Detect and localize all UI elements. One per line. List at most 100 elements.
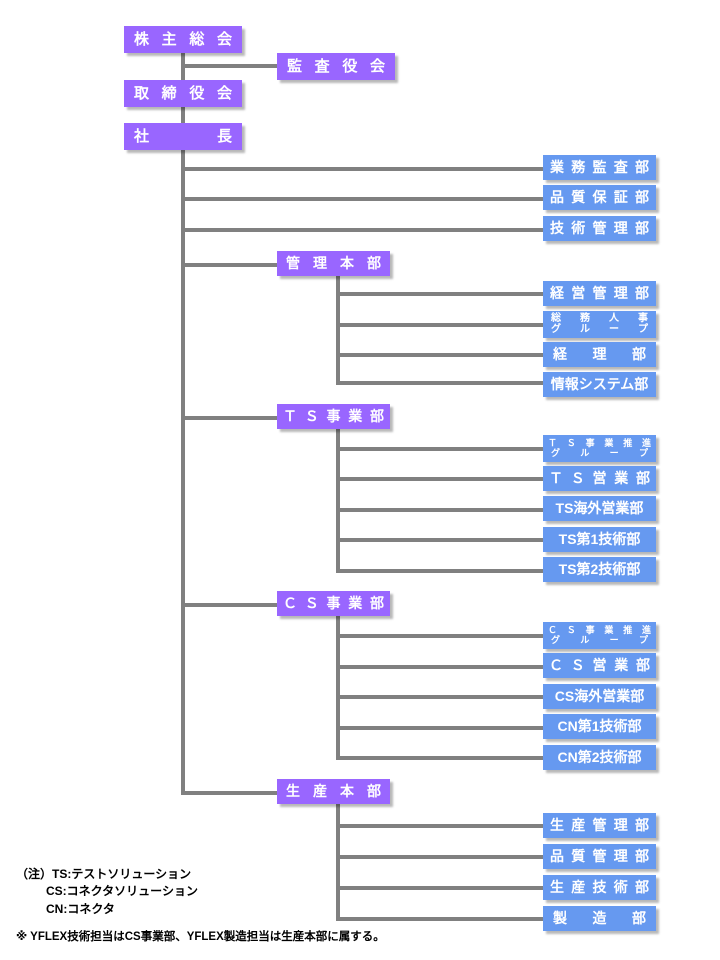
node-general-affairs-hr-group[interactable]: 総 務 人 事 グ ル ー プ	[543, 311, 656, 338]
node-char: 事	[326, 408, 341, 425]
node-auditors-board[interactable]: 監 査 役 会	[277, 53, 395, 80]
node-ts-engineering-dept-2[interactable]: TS第2技術部	[543, 557, 656, 582]
node-char: 会	[369, 57, 385, 75]
node-char: 社	[134, 127, 150, 145]
node-information-systems-dept[interactable]: 情報システム部	[543, 372, 656, 397]
footnote-legend-line-ts: （注）TS:テストソリューション	[16, 867, 192, 881]
connector-ts-child-1	[336, 447, 545, 451]
node-char: Ｔ	[548, 438, 558, 449]
node-char: 管	[592, 220, 607, 237]
node-char: 務	[571, 159, 586, 176]
node-char: 役	[189, 84, 205, 102]
node-accounting-dept[interactable]: 経 理 部	[543, 342, 656, 367]
node-ts-overseas-sales-dept[interactable]: TS海外営業部	[543, 496, 656, 521]
subtrunk-line-ts	[336, 429, 340, 569]
node-cs-business-promotion-group[interactable]: Ｃ Ｓ 事 業 推 進 グ ル ー プ	[543, 622, 656, 649]
node-char: 業	[614, 470, 629, 487]
node-board-of-directors[interactable]: 取 締 役 会	[124, 80, 242, 107]
node-cn-engineering-dept-2[interactable]: CN第2技術部	[543, 745, 656, 770]
node-char: 経	[550, 285, 564, 302]
node-quality-management-dept[interactable]: 品 質 管 理 部	[543, 844, 656, 869]
connector-ts-child-4	[336, 538, 545, 542]
node-char: 産	[571, 879, 586, 896]
node-char: 質	[571, 189, 586, 206]
node-management-division[interactable]: 管 理 本 部	[277, 251, 390, 276]
node-char: ー	[609, 634, 619, 645]
node-char: 務	[580, 313, 590, 325]
connector-division-management	[181, 263, 279, 267]
connector-cs-child-3	[336, 695, 545, 699]
node-char: 人	[609, 313, 619, 325]
node-ts-sales-dept[interactable]: Ｔ Ｓ 営 業 部	[543, 466, 656, 491]
node-business-audit-dept[interactable]: 業 務 監 査 部	[543, 155, 656, 180]
connector-cs-child-4	[336, 726, 545, 730]
node-char: Ｓ	[566, 625, 576, 636]
connector-direct-dept-1	[181, 167, 545, 171]
footnote-legend: （注）TS:テストソリューション CS:コネクタソリューション CN:コネクタ	[16, 866, 198, 918]
connector-division-cs	[181, 603, 279, 607]
node-quality-assurance-dept[interactable]: 品 質 保 証 部	[543, 185, 656, 210]
node-char: 部	[632, 910, 646, 927]
connector-management-child-2	[336, 323, 545, 327]
node-production-engineering-dept[interactable]: 生 産 技 術 部	[543, 875, 656, 900]
node-char: 管	[286, 255, 300, 272]
node-corporate-planning-dept[interactable]: 経 営 管 理 部	[543, 281, 656, 306]
node-char: 株	[134, 30, 150, 48]
node-ts-business-promotion-group[interactable]: Ｔ Ｓ 事 業 推 進 グ ル ー プ	[543, 435, 656, 462]
connector-ts-child-5	[336, 569, 545, 573]
node-char: Ｔ	[283, 408, 297, 425]
node-shareholders-meeting[interactable]: 株 主 総 会	[124, 26, 242, 53]
node-label: CN第2技術部	[557, 749, 642, 766]
node-ts-division[interactable]: Ｔ Ｓ 事 業 部	[277, 404, 390, 429]
node-char: 部	[635, 848, 649, 865]
node-cs-overseas-sales-dept[interactable]: CS海外営業部	[543, 684, 656, 709]
connector-management-child-3	[336, 353, 545, 357]
node-char: 産	[571, 817, 586, 834]
subtrunk-line-cs	[336, 616, 340, 756]
node-char: 生	[286, 783, 300, 800]
node-char: 監	[592, 159, 607, 176]
node-production-management-dept[interactable]: 生 産 管 理 部	[543, 813, 656, 838]
node-label: CS海外営業部	[554, 688, 645, 705]
node-cs-division[interactable]: Ｃ Ｓ 事 業 部	[277, 591, 390, 616]
node-char: 技	[550, 220, 564, 237]
node-cn-engineering-dept-1[interactable]: CN第1技術部	[543, 714, 656, 739]
node-char: プ	[638, 323, 648, 335]
connector-production-child-1	[336, 824, 545, 828]
node-char: Ｃ	[549, 657, 563, 674]
node-president[interactable]: 社 長	[124, 123, 242, 150]
node-production-division[interactable]: 生 産 本 部	[277, 779, 390, 804]
node-char: 理	[613, 817, 628, 834]
node-char: 部	[635, 189, 649, 206]
node-char: 推	[623, 438, 633, 449]
node-char: 技	[592, 879, 607, 896]
node-char: 業	[604, 438, 614, 449]
node-char: 査	[613, 159, 628, 176]
node-char: Ｓ	[570, 470, 585, 487]
node-char: 造	[592, 910, 607, 927]
node-char: 締	[161, 84, 177, 102]
connector-cs-child-5	[336, 756, 545, 760]
node-cs-sales-dept[interactable]: Ｃ Ｓ 営 業 部	[543, 653, 656, 678]
connector-direct-dept-2	[181, 197, 545, 201]
connector-division-production	[181, 791, 279, 795]
node-technical-management-dept[interactable]: 技 術 管 理 部	[543, 216, 656, 241]
node-char: 理	[313, 255, 327, 272]
node-char: 部	[635, 285, 649, 302]
node-char: 事	[326, 595, 341, 612]
connector-direct-dept-3	[181, 228, 545, 232]
node-char: 営	[592, 470, 607, 487]
node-char: 主	[161, 30, 177, 48]
trunk-line-main	[181, 52, 185, 794]
connector-production-child-4	[336, 917, 545, 921]
connector-production-child-3	[336, 886, 545, 890]
node-char: 部	[635, 817, 649, 834]
node-char: ル	[580, 634, 590, 645]
node-char: 業	[348, 595, 363, 612]
node-char: 部	[635, 220, 649, 237]
node-label: TS第1技術部	[558, 531, 641, 548]
node-manufacturing-dept[interactable]: 製 造 部	[543, 906, 656, 931]
node-char: 業	[348, 408, 363, 425]
node-ts-engineering-dept-1[interactable]: TS第1技術部	[543, 527, 656, 552]
